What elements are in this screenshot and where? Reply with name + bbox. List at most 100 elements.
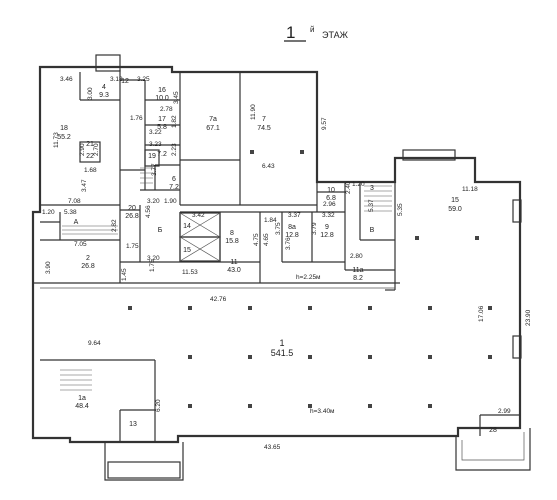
room-8-number: 8 bbox=[230, 230, 234, 237]
room-6-number: 6 bbox=[172, 176, 176, 183]
dim-2-82: 2.82 bbox=[111, 219, 118, 232]
room-8a-area: 12.8 bbox=[285, 232, 299, 239]
dimension-labels: 42.76 43.65 23.90 17.06 11.53 11.18 11.9… bbox=[40, 76, 532, 451]
dim-3-20: 3.20 bbox=[147, 255, 160, 262]
room-7-area: 74.5 bbox=[257, 125, 271, 132]
dim-3-20b: 3.20 bbox=[147, 198, 160, 205]
dim-3-37: 3.37 bbox=[288, 212, 301, 219]
room-10-area: 6.8 bbox=[326, 195, 336, 202]
columns bbox=[128, 150, 492, 408]
height-3-40: h=3.40м bbox=[310, 408, 335, 415]
dim-11-90: 11.90 bbox=[250, 104, 257, 120]
room-9-number: 9 bbox=[325, 224, 329, 231]
room-21-label: 21 bbox=[86, 141, 94, 148]
dim-2-99: 2.99 bbox=[498, 408, 511, 415]
dim-2-23: 2.23 bbox=[171, 143, 178, 156]
room-28-label: 28 bbox=[489, 427, 497, 434]
room-16-area: 10.0 bbox=[155, 95, 169, 102]
dim-2-80: 2.80 bbox=[350, 253, 363, 260]
room-labels: 1 541.5 1а 48.4 2 26.8 4 9.3 6 7.2 7 74.… bbox=[57, 78, 497, 434]
floor-number: 1 bbox=[286, 23, 295, 42]
dim-4-65: 4.65 bbox=[263, 233, 270, 246]
dim-3-75: 3.75 bbox=[275, 222, 282, 235]
room-11a-number: 11а bbox=[352, 267, 363, 274]
room-7a-number: 7а bbox=[209, 116, 217, 123]
dim-7-05: 7.05 bbox=[74, 241, 87, 248]
room-1-number: 1 bbox=[279, 338, 284, 348]
dim-3-90: 3.90 bbox=[45, 261, 52, 274]
room-11-area: 43.0 bbox=[227, 267, 241, 274]
dim-3-77: 3.77 bbox=[151, 163, 158, 176]
room-11-number: 11 bbox=[230, 259, 237, 266]
stairs bbox=[60, 141, 392, 391]
room-20-number: 20 bbox=[128, 205, 136, 212]
room-7a-area: 67.1 bbox=[206, 125, 220, 132]
dim-4-75: 4.75 bbox=[253, 233, 260, 246]
room-9-area: 12.8 bbox=[320, 232, 334, 239]
dim-11-18: 11.18 bbox=[462, 186, 478, 193]
dim-42-76: 42.76 bbox=[210, 296, 227, 303]
room-19-label: 19 bbox=[148, 153, 156, 160]
dim-17-06: 17.06 bbox=[478, 305, 485, 322]
dim-3-47: 3.47 bbox=[81, 179, 88, 192]
dim-2-90: 2.90 bbox=[79, 143, 86, 156]
room-18-number: 18 bbox=[60, 125, 68, 132]
room-22-label: 22 bbox=[86, 153, 94, 160]
dim-23-90: 23.90 bbox=[525, 309, 532, 326]
dim-43-65: 43.65 bbox=[264, 444, 281, 451]
room-8a-number: 8а bbox=[288, 224, 296, 231]
ceiling-heights: h=2.25м h=3.40м bbox=[296, 274, 335, 415]
dim-3-79: 3.79 bbox=[311, 222, 318, 235]
dim-1-75b: 1.75 bbox=[149, 259, 156, 272]
dim-5-35: 5.35 bbox=[397, 203, 404, 216]
dim-11-53: 11.53 bbox=[182, 269, 198, 276]
floor-suffix: й bbox=[310, 25, 314, 34]
dim-2-70: 2.70 bbox=[93, 143, 100, 156]
room-16-number: 16 bbox=[158, 87, 166, 94]
dim-7-08: 7.08 bbox=[68, 198, 81, 205]
dim-3-18: 3.18 bbox=[110, 76, 123, 83]
dim-2-96: 2.96 bbox=[323, 201, 336, 208]
dim-1-84: 1.84 bbox=[264, 217, 277, 224]
room-13-label: 13 bbox=[129, 421, 137, 428]
dim-1-82: 1.82 bbox=[171, 115, 178, 128]
room-22-area: 7.2 bbox=[157, 151, 167, 158]
elevator-15 bbox=[179, 236, 221, 262]
dim-5-37: 5.37 bbox=[368, 199, 375, 212]
dim-11-73: 11.73 bbox=[53, 132, 60, 148]
dim-2-78: 2.78 bbox=[160, 106, 173, 113]
room-2-number: 2 bbox=[86, 255, 90, 262]
dim-3-23: 3.23 bbox=[149, 141, 162, 148]
room-4-number: 4 bbox=[102, 84, 106, 91]
dim-9-64: 9.64 bbox=[88, 340, 101, 347]
room-18-area: 55.2 bbox=[57, 134, 71, 141]
room-1a-area: 48.4 bbox=[75, 403, 89, 410]
dim-9-57: 9.57 bbox=[321, 117, 328, 130]
room-4-area: 9.3 bbox=[99, 92, 109, 99]
height-2-25: h=2.25м bbox=[296, 274, 321, 281]
room-17-number: 17 bbox=[158, 116, 166, 123]
room-2-area: 26.8 bbox=[81, 263, 95, 270]
room-1a-number: 1а bbox=[78, 395, 86, 402]
dim-1-90: 1.90 bbox=[164, 198, 177, 205]
room-3-label: 3 bbox=[370, 185, 374, 192]
dim-1-20b: 1.20 bbox=[352, 181, 365, 188]
dim-6-20: 6.20 bbox=[155, 399, 162, 412]
dim-3-45: 3.45 bbox=[173, 91, 180, 104]
dim-1-75: 1.75 bbox=[126, 243, 139, 250]
room-7-number: 7 bbox=[262, 116, 266, 123]
room-8-area: 15.8 bbox=[225, 238, 239, 245]
dim-1-45: 1.45 bbox=[121, 268, 128, 281]
room-15b-label: 15 bbox=[183, 247, 191, 254]
dim-4-56: 4.56 bbox=[145, 205, 152, 218]
dim-3-76: 3.76 bbox=[285, 237, 292, 250]
room-v-label: В bbox=[370, 227, 375, 234]
room-14-label: 14 bbox=[183, 223, 191, 230]
room-6-area: 7.2 bbox=[169, 184, 179, 191]
interior-walls bbox=[33, 70, 520, 442]
outer-walls bbox=[31, 54, 531, 481]
room-15-number: 15 bbox=[451, 197, 459, 204]
dim-3-32: 3.32 bbox=[322, 212, 335, 219]
dim-3-22: 3.22 bbox=[149, 129, 162, 136]
